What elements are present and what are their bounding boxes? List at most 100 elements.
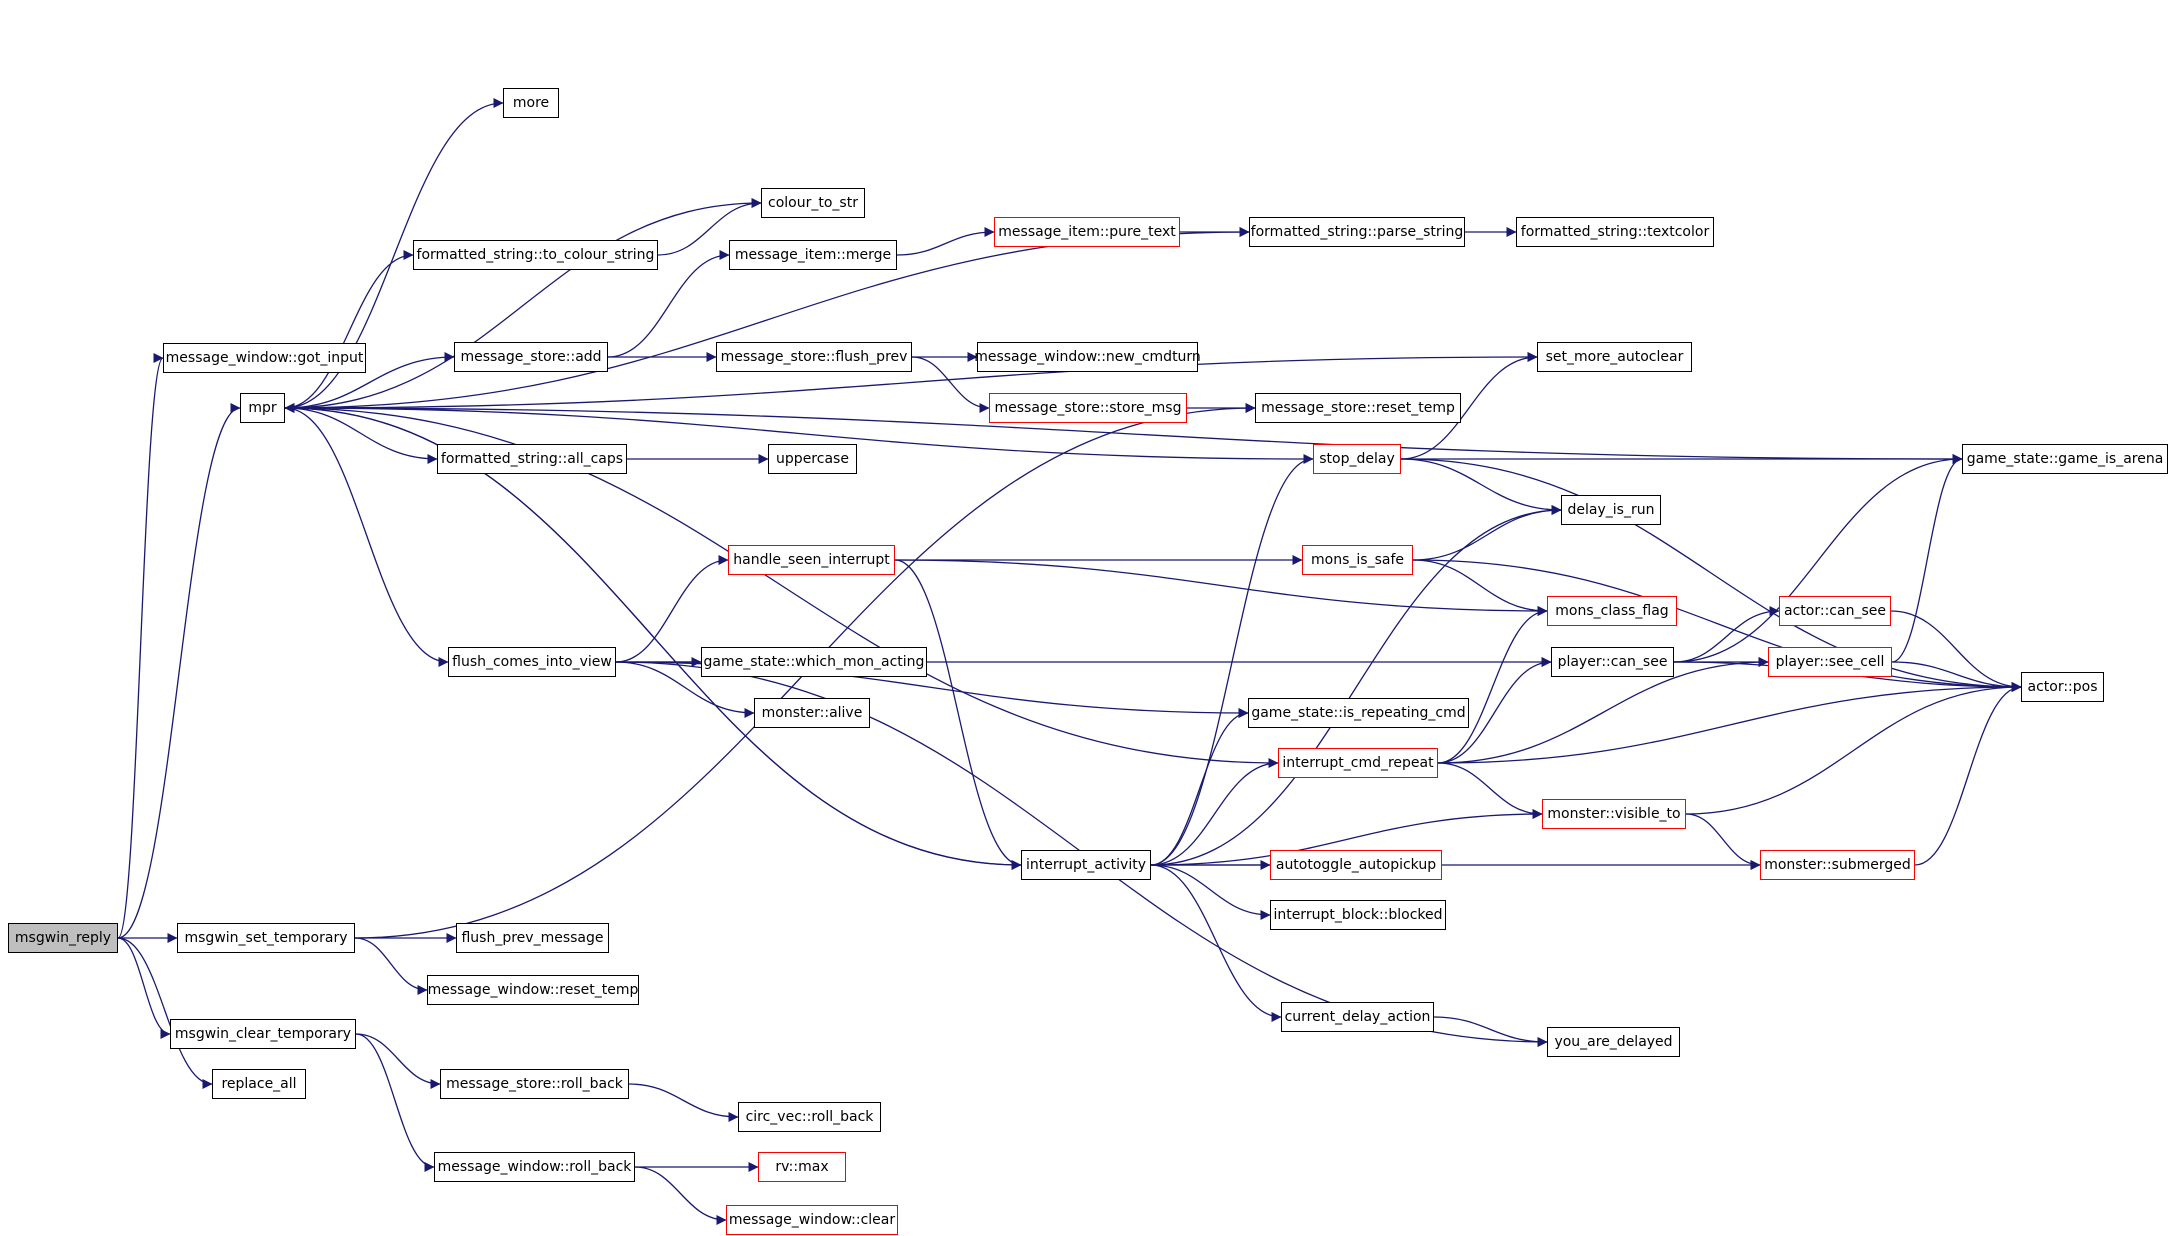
- edge-item-merge-to-pure-text: [896, 227, 995, 256]
- node-player-see-cell[interactable]: player::see_cell: [1768, 647, 1892, 677]
- node-store-msg[interactable]: message_store::store_msg: [989, 393, 1187, 423]
- edge-mpr-to-all-caps: [284, 407, 438, 464]
- edge-interrupt-cmd-repeat-to-visible-to: [1437, 762, 1543, 819]
- edge-mpr-to-more: [284, 98, 504, 409]
- edge-flush-prev-to-store-msg: [911, 356, 990, 413]
- node-flush-prev-message[interactable]: flush_prev_message: [456, 923, 609, 953]
- edge-visible-to-to-submerged: [1685, 813, 1761, 870]
- node-monster-alive[interactable]: monster::alive: [754, 698, 870, 728]
- node-circ-vec-roll-back[interactable]: circ_vec::roll_back: [738, 1102, 881, 1132]
- node-actor-can-see[interactable]: actor::can_see: [1779, 596, 1891, 626]
- edge-stop-delay-to-actor-pos: [1400, 458, 2022, 692]
- node-is-repeating-cmd[interactable]: game_state::is_repeating_cmd: [1248, 698, 1469, 728]
- edge-msgwin-clear-temporary-to-store-roll-back: [355, 1033, 441, 1089]
- node-visible-to[interactable]: monster::visible_to: [1542, 799, 1686, 829]
- edge-mpr-to-set-more-autoclear: [284, 352, 1538, 409]
- edge-submerged-to-actor-pos: [1914, 682, 2022, 866]
- edge-mpr-to-to-colour-string: [284, 250, 414, 409]
- node-colour-to-str[interactable]: colour_to_str: [761, 188, 865, 218]
- node-got-input[interactable]: message_window::got_input: [163, 343, 366, 373]
- edge-msgwin-clear-temporary-to-window-roll-back: [355, 1033, 435, 1172]
- node-all-caps[interactable]: formatted_string::all_caps: [437, 444, 627, 474]
- node-new-cmdturn[interactable]: message_window::new_cmdturn: [974, 342, 1201, 372]
- node-window-reset-temp[interactable]: message_window::reset_temp: [427, 975, 639, 1005]
- node-current-delay-action[interactable]: current_delay_action: [1281, 1002, 1434, 1032]
- node-flush-comes-into-view[interactable]: flush_comes_into_view: [448, 647, 616, 677]
- node-to-colour-string[interactable]: formatted_string::to_colour_string: [413, 240, 658, 270]
- edge-stop-delay-to-delay-is-run: [1400, 458, 1562, 515]
- node-uppercase[interactable]: uppercase: [768, 444, 857, 474]
- edge-msgwin-reply-to-msgwin-clear-temporary: [117, 937, 171, 1039]
- node-interrupt-activity[interactable]: interrupt_activity: [1021, 850, 1151, 880]
- edge-msgwin-reply-to-mpr: [117, 403, 241, 939]
- node-actor-pos[interactable]: actor::pos: [2021, 672, 2104, 702]
- edge-interrupt-cmd-repeat-to-player-see-cell: [1437, 657, 1769, 764]
- edge-interrupt-activity-to-current-delay-action: [1150, 864, 1282, 1022]
- node-mpr[interactable]: mpr: [240, 393, 285, 423]
- node-msgwin-clear-temporary[interactable]: msgwin_clear_temporary: [170, 1019, 356, 1049]
- edge-interrupt-activity-to-interrupt-cmd-repeat: [1150, 758, 1279, 866]
- edge-player-see-cell-to-actor-pos: [1891, 661, 2022, 692]
- edge-interrupt-cmd-repeat-to-mons-class-flag: [1437, 606, 1548, 764]
- node-interrupt-cmd-repeat[interactable]: interrupt_cmd_repeat: [1278, 748, 1438, 778]
- edge-visible-to-to-actor-pos: [1685, 682, 2022, 815]
- edge-mpr-to-game-is-arena: [284, 407, 1963, 464]
- node-msgwin-reply[interactable]: msgwin_reply: [8, 923, 118, 953]
- edge-mons-is-safe-to-delay-is-run: [1412, 505, 1562, 561]
- edge-store-roll-back-to-circ-vec-roll-back: [628, 1083, 739, 1122]
- edge-player-see-cell-to-game-is-arena: [1891, 454, 1963, 663]
- node-item-merge[interactable]: message_item::merge: [729, 240, 897, 270]
- node-stop-delay[interactable]: stop_delay: [1313, 444, 1401, 474]
- node-reset-temp-store[interactable]: message_store::reset_temp: [1255, 393, 1461, 423]
- node-window-clear[interactable]: message_window::clear: [726, 1205, 898, 1235]
- node-msgwin-set-temporary[interactable]: msgwin_set_temporary: [177, 923, 355, 953]
- node-more[interactable]: more: [503, 88, 559, 118]
- edge-interrupt-activity-to-mpr: [284, 403, 1022, 866]
- node-player-can-see[interactable]: player::can_see: [1551, 647, 1674, 677]
- edge-msgwin-reply-to-replace-all: [117, 937, 213, 1089]
- edge-store-add-to-item-merge: [607, 250, 730, 358]
- node-mons-is-safe[interactable]: mons_is_safe: [1302, 545, 1413, 575]
- node-game-is-arena[interactable]: game_state::game_is_arena: [1962, 444, 2168, 474]
- edge-handle-seen-interrupt-to-interrupt-activity: [894, 559, 1022, 870]
- edge-mons-is-safe-to-actor-pos: [1412, 559, 2022, 692]
- node-submerged[interactable]: monster::submerged: [1760, 850, 1915, 880]
- edge-interrupt-activity-to-interrupt-block-blocked: [1150, 864, 1271, 920]
- edge-player-can-see-to-actor-can-see: [1673, 606, 1780, 663]
- edge-interrupt-cmd-repeat-to-actor-pos: [1437, 682, 2022, 764]
- edge-stop-delay-to-mpr: [284, 403, 1314, 460]
- edge-handle-seen-interrupt-to-mons-class-flag: [894, 559, 1548, 616]
- edge-mpr-to-store-add: [284, 352, 455, 409]
- node-flush-prev[interactable]: message_store::flush_prev: [716, 342, 912, 372]
- edge-to-colour-string-to-colour-to-str: [657, 198, 762, 256]
- edge-actor-can-see-to-actor-pos: [1890, 610, 2022, 692]
- node-rv-max[interactable]: rv::max: [758, 1152, 846, 1182]
- edge-interrupt-cmd-repeat-to-mpr: [284, 403, 1279, 764]
- edge-msgwin-reply-to-got-input: [117, 353, 164, 939]
- node-set-more-autoclear[interactable]: set_more_autoclear: [1537, 342, 1692, 372]
- node-store-roll-back[interactable]: message_store::roll_back: [440, 1069, 629, 1099]
- node-mons-class-flag[interactable]: mons_class_flag: [1547, 596, 1677, 626]
- edge-mons-is-safe-to-mons-class-flag: [1412, 559, 1548, 616]
- edge-msgwin-set-temporary-to-window-reset-temp: [354, 937, 428, 995]
- node-handle-seen-interrupt[interactable]: handle_seen_interrupt: [728, 545, 895, 575]
- edge-interrupt-activity-to-delay-is-run: [1150, 505, 1562, 866]
- node-replace-all[interactable]: replace_all: [212, 1069, 306, 1099]
- edge-flush-comes-into-view-to-handle-seen-interrupt: [615, 555, 729, 663]
- node-autotoggle-autopickup[interactable]: autotoggle_autopickup: [1270, 850, 1442, 880]
- node-interrupt-block-blocked[interactable]: interrupt_block::blocked: [1270, 900, 1446, 930]
- node-store-add[interactable]: message_store::add: [454, 342, 608, 372]
- node-pure-text[interactable]: message_item::pure_text: [994, 217, 1180, 247]
- node-parse-string[interactable]: formatted_string::parse_string: [1249, 217, 1465, 247]
- node-textcolor[interactable]: formatted_string::textcolor: [1516, 217, 1714, 247]
- node-you-are-delayed[interactable]: you_are_delayed: [1547, 1027, 1680, 1057]
- edge-window-roll-back-to-window-clear: [634, 1166, 727, 1225]
- edge-player-can-see-to-game-is-arena: [1673, 454, 1963, 663]
- node-which-mon-acting[interactable]: game_state::which_mon_acting: [701, 647, 927, 677]
- node-delay-is-run[interactable]: delay_is_run: [1561, 495, 1661, 525]
- edge-interrupt-activity-to-is-repeating-cmd: [1150, 708, 1249, 866]
- node-window-roll-back[interactable]: message_window::roll_back: [434, 1152, 635, 1182]
- edge-mpr-to-colour-to-str: [284, 198, 762, 409]
- edge-flush-comes-into-view-to-monster-alive: [615, 661, 755, 718]
